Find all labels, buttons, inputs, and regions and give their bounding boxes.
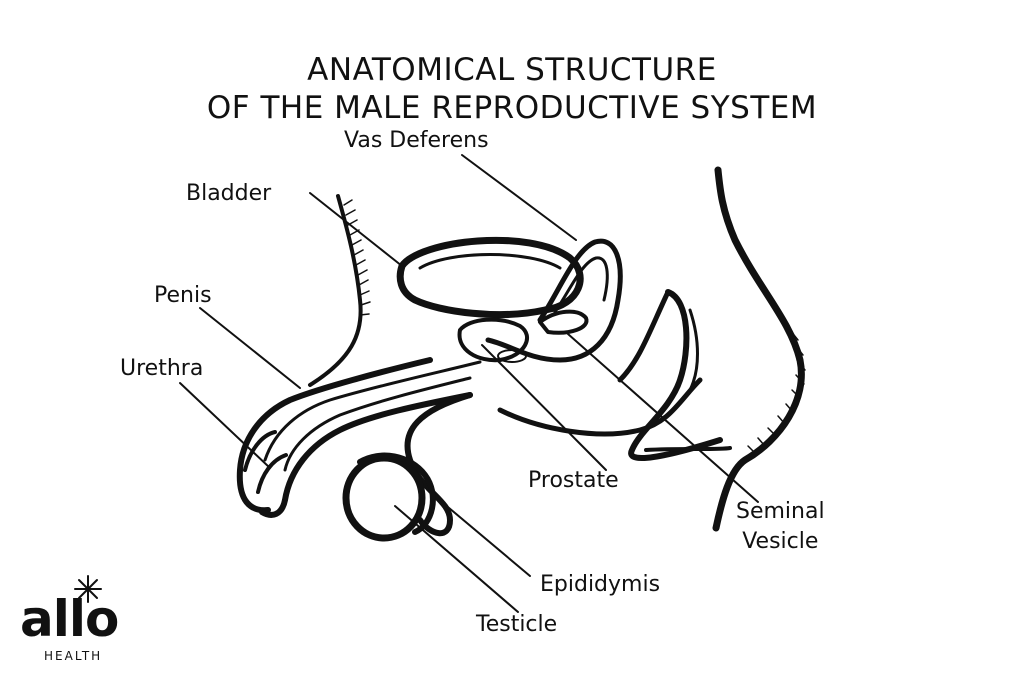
leader-urethra: [179, 382, 271, 469]
scrotum-shape: [404, 392, 473, 537]
label-epididymis: Epididymis: [540, 572, 661, 597]
bladder-shape: [396, 236, 584, 319]
label-seminal-line-2: Vesicle: [742, 529, 819, 554]
leader-prostate: [481, 344, 607, 471]
urethra-shape: [263, 360, 482, 462]
prostate-shape: [457, 317, 530, 363]
testicle-shape: [342, 454, 426, 542]
leader-vas-deferens: [461, 154, 577, 241]
title-line-2: OF THE MALE REPRODUCTIVE SYSTEM: [206, 89, 818, 126]
seminal-vesicle-shape: [538, 309, 589, 335]
label-bladder: Bladder: [186, 181, 272, 206]
label-seminal-line-1: Seminal: [736, 499, 825, 524]
label-penis: Penis: [154, 283, 212, 308]
label-seminal-vesicle: Seminal Vesicle: [736, 497, 825, 557]
abdominal-wall: [308, 194, 371, 387]
leader-penis: [199, 307, 301, 389]
diagram-title: ANATOMICAL STRUCTURE OF THE MALE REPRODU…: [0, 51, 1024, 127]
vas-deferens-shape: [485, 238, 623, 363]
leader-lines: [179, 154, 759, 613]
rectum-shape: [628, 289, 723, 461]
epididymis-shape: [357, 452, 436, 535]
sparkle-icon: [74, 575, 102, 603]
label-vas-deferens: Vas Deferens: [344, 128, 489, 153]
logo-subtext: HEALTH: [44, 649, 103, 663]
label-urethra: Urethra: [120, 356, 204, 381]
penis-shape: [236, 357, 473, 518]
label-prostate: Prostate: [528, 468, 619, 493]
logo-wordmark: allo: [20, 590, 119, 648]
sacrum-shape: [712, 166, 806, 532]
leader-bladder: [309, 192, 403, 267]
label-testicle: Testicle: [476, 612, 558, 637]
title-line-1: ANATOMICAL STRUCTURE: [307, 51, 717, 88]
